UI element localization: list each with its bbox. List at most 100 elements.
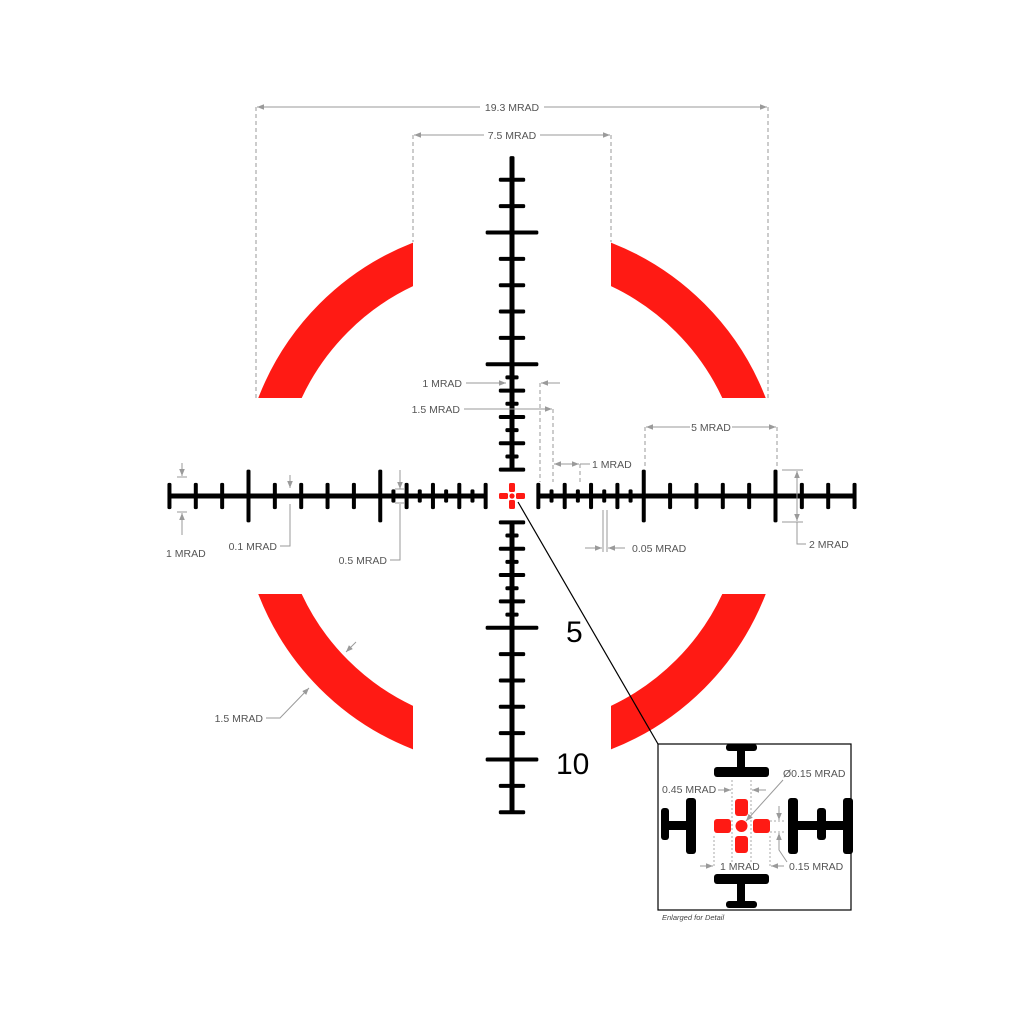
horizontal-tick	[852, 482, 857, 510]
inset-caption: Enlarged for Detail	[662, 913, 724, 922]
horizontal-tick	[378, 469, 383, 523]
vertical-tick-top	[498, 283, 526, 288]
vertical-tick-bottom	[498, 731, 526, 736]
vertical-tick-top	[498, 467, 526, 472]
horizontal-tick	[575, 489, 580, 503]
horizontal-tick	[430, 482, 435, 510]
dimension-0-5mrad: 0.5 MRAD	[339, 470, 405, 567]
horizontal-tick	[826, 482, 831, 510]
horizontal-tick	[272, 482, 277, 510]
horizontal-tick	[220, 482, 225, 510]
vertical-tick-top	[498, 441, 526, 446]
horizontal-tick	[417, 489, 422, 503]
horizontal-tick	[444, 489, 449, 503]
horizontal-tick	[747, 482, 752, 510]
vertical-tick-bottom	[498, 704, 526, 709]
horizontal-tick	[483, 482, 488, 510]
horizontal-tick	[457, 482, 462, 510]
holdover-number-5: 5	[566, 616, 583, 649]
dimension-label: 1 MRAD	[166, 548, 206, 560]
vertical-tick-bottom	[498, 546, 526, 551]
horizontal-tick	[470, 489, 475, 503]
vertical-tick-top	[498, 335, 526, 340]
vertical-tick-bottom	[498, 652, 526, 657]
dimension-label: 1.5 MRAD	[412, 404, 461, 416]
horizontal-tick	[602, 489, 607, 503]
dimension-label: 0.1 MRAD	[229, 541, 278, 553]
vertical-tick-top	[485, 230, 539, 235]
horizontal-tick	[773, 469, 778, 523]
horizontal-tick	[615, 482, 620, 510]
arm-length-label: 0.45 MRAD	[662, 784, 717, 796]
center-aiming-point	[499, 483, 525, 509]
dimension-label: 0.05 MRAD	[632, 543, 687, 555]
vertical-tick-bottom	[505, 612, 519, 617]
dimension-right-1mrad: 1 MRAD	[554, 459, 632, 484]
vertical-tick-top	[505, 428, 519, 433]
holdover-number-10: 10	[556, 748, 589, 781]
vertical-tick-top	[498, 204, 526, 209]
dimension-ring-gap: 7.5 MRAD	[412, 130, 612, 242]
dot-diameter-label: Ø0.15 MRAD	[783, 768, 846, 780]
horizontal-tick	[668, 482, 673, 510]
vertical-tick-bottom	[485, 757, 539, 762]
cross-width-label: 1 MRAD	[720, 861, 760, 873]
vertical-tick-top	[485, 362, 539, 367]
vertical-tick-bottom	[498, 599, 526, 604]
vertical-stadia-line-bottom	[509, 522, 515, 813]
vertical-tick-top	[498, 177, 526, 182]
vertical-tick-top	[498, 414, 526, 419]
horizontal-tick	[694, 482, 699, 510]
horizontal-tick	[299, 482, 304, 510]
horizontal-tick	[549, 489, 554, 503]
dimension-label: 7.5 MRAD	[488, 130, 537, 142]
horizontal-tick	[641, 469, 646, 523]
dimension-2mrad: 2 MRAD	[782, 469, 849, 551]
horizontal-tick	[246, 469, 251, 523]
vertical-tick-bottom	[505, 586, 519, 591]
horizontal-tick	[589, 482, 594, 510]
vertical-tick-top	[498, 388, 526, 393]
dimension-label: 1 MRAD	[422, 378, 462, 390]
horizontal-tick	[351, 482, 356, 510]
dimension-label: 2 MRAD	[809, 539, 849, 551]
dimension-label: 5 MRAD	[691, 422, 731, 434]
dimension-label: 19.3 MRAD	[485, 102, 540, 114]
vertical-tick-top	[498, 256, 526, 261]
enlarged-detail-inset: Ø0.15 MRAD 0.45 MRAD 1 MRAD 0.15 MRAD	[657, 743, 853, 911]
dimension-5mrad: 5 MRAD	[644, 422, 778, 468]
horizontal-tick	[167, 482, 172, 510]
dimension-ring-thickness: 1.5 MRAD	[215, 641, 357, 725]
horizontal-tick	[799, 482, 804, 510]
vertical-tick-bottom	[498, 678, 526, 683]
dimension-0-1mrad: 0.1 MRAD	[229, 475, 293, 553]
vertical-tick-top	[505, 375, 519, 380]
horizontal-tick	[720, 482, 725, 510]
vertical-tick-bottom	[498, 573, 526, 578]
vertical-tick-bottom	[505, 559, 519, 564]
dimension-vert-1mrad: 1 MRAD	[422, 378, 560, 482]
vertical-tick-bottom	[498, 810, 526, 815]
dimension-label: 0.5 MRAD	[339, 555, 388, 567]
dimension-left-1mrad: 1 MRAD	[166, 463, 206, 560]
horizontal-tick	[193, 482, 198, 510]
dimension-vert-1-5mrad: 1.5 MRAD	[412, 404, 554, 482]
horizontal-tick	[562, 482, 567, 510]
horizontal-tick	[404, 482, 409, 510]
dimension-overall-width: 19.3 MRAD	[255, 102, 769, 398]
vertical-tick-top	[505, 401, 519, 406]
horizontal-tick	[628, 489, 633, 503]
crosshair-reticle	[167, 156, 857, 815]
dimension-0-05mrad: 0.05 MRAD	[585, 510, 687, 555]
horizontal-tick	[391, 489, 396, 503]
horizontal-tick	[536, 482, 541, 510]
horizontal-tick	[325, 482, 330, 510]
dimension-label: 1.5 MRAD	[215, 713, 264, 725]
vertical-tick-bottom	[505, 533, 519, 538]
vertical-tick-bottom	[498, 783, 526, 788]
vertical-tick-top	[498, 309, 526, 314]
vertical-tick-bottom	[498, 520, 526, 525]
vertical-tick-top	[505, 454, 519, 459]
